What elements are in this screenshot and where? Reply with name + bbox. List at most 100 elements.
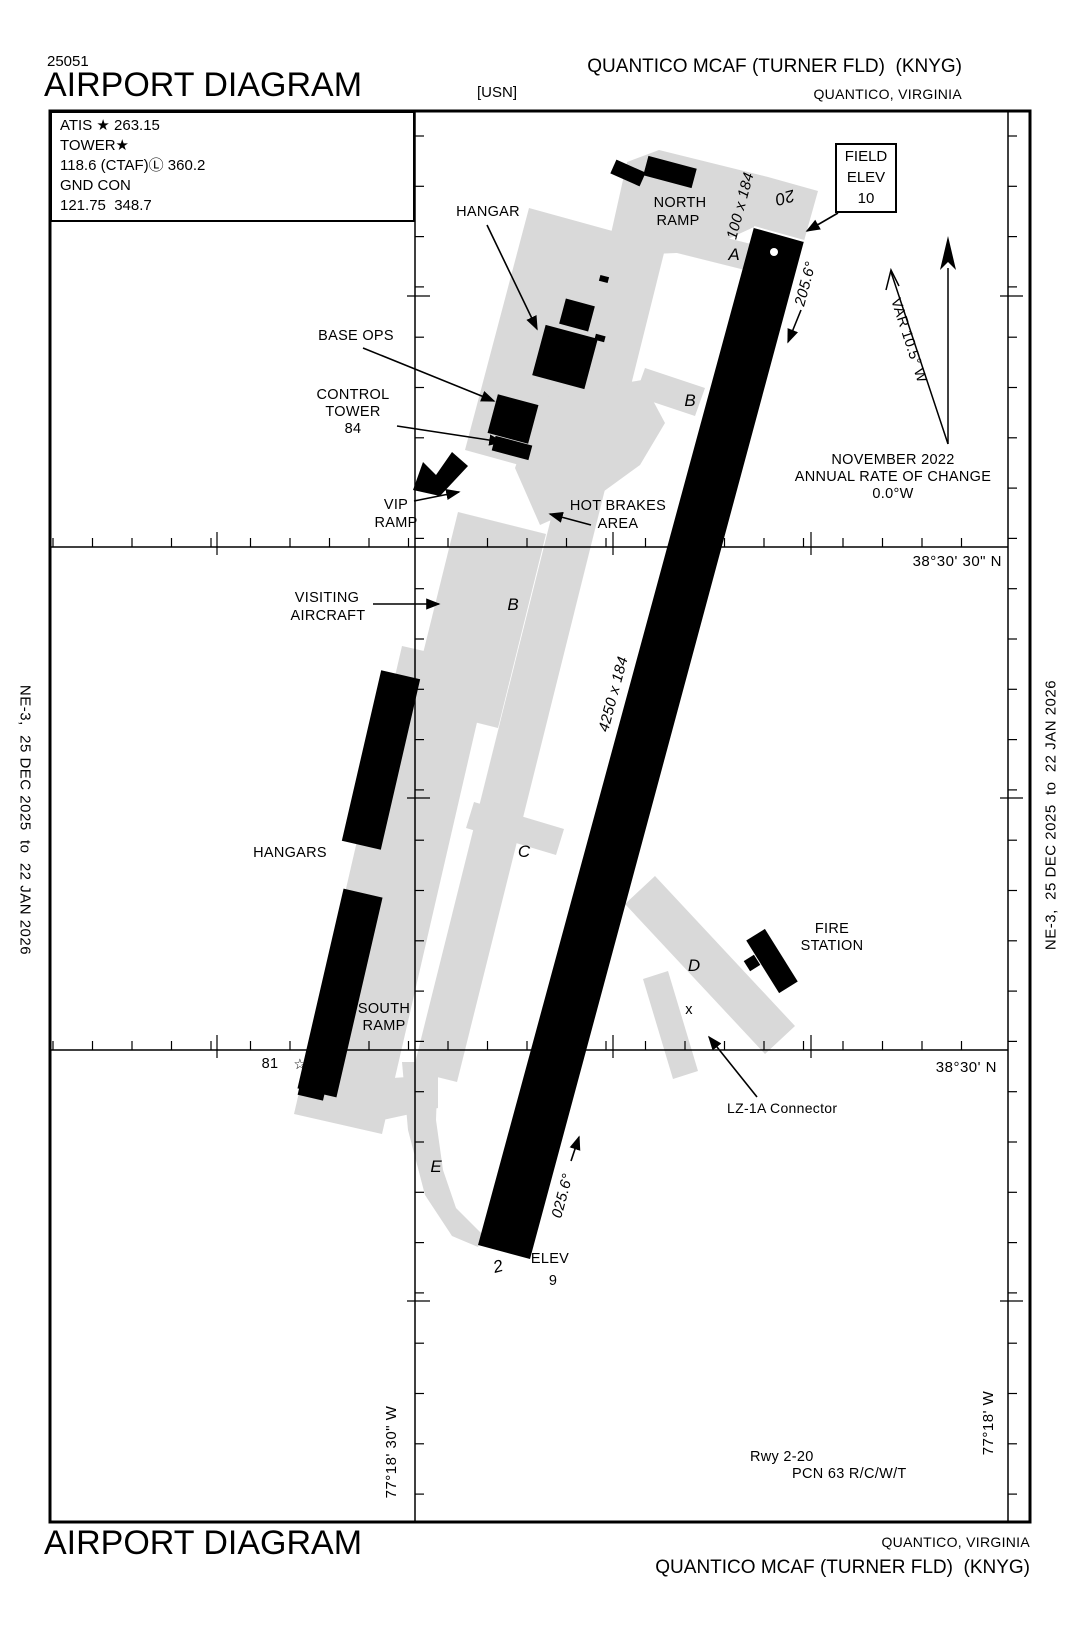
lat-top-label: 38°30' 30" N <box>913 553 1002 570</box>
fire-station-label-2: STATION <box>801 938 864 954</box>
ground-control-frequency: 121.75 348.7 <box>60 197 152 214</box>
footer-right-block: QUANTICO, VIRGINIA QUANTICO MCAF (TURNER… <box>655 1534 1030 1579</box>
taxiway-d-band <box>625 876 795 1054</box>
taxiway-c-label: C <box>518 842 531 861</box>
base-ops-label: BASE OPS <box>318 328 394 344</box>
field-elev-value: 10 <box>857 190 875 207</box>
field-elev-line-1: FIELD <box>844 148 888 165</box>
elev-2-label: ELEV <box>531 1251 569 1267</box>
taxiway-b-mid-label: B <box>507 595 518 614</box>
visiting-aircraft-label-1: VISITING <box>295 590 359 606</box>
footer-city: QUANTICO, VIRGINIA <box>881 1534 1030 1550</box>
hangar-arrow <box>486 224 538 331</box>
taxiway-a-label: A <box>727 245 739 264</box>
hot-brakes-arrow <box>548 511 592 526</box>
runway-number-2: 2 <box>490 1256 506 1277</box>
heading-2-arrow <box>569 1135 581 1162</box>
taxiway-c-connector <box>466 802 564 855</box>
vip-ramp-label-1: VIP <box>384 497 408 513</box>
hangars-strip-north <box>341 670 421 850</box>
hangar-label: HANGAR <box>456 204 520 220</box>
taxiway-b-north-label: B <box>684 391 695 410</box>
fire-station-building <box>746 928 798 994</box>
magnetic-north-arrowhead <box>885 267 900 291</box>
control-tower-label-2: TOWER <box>325 404 380 420</box>
small-structure-1 <box>594 333 606 343</box>
rwy-info-line-2: PCN 63 R/C/W/T <box>792 1466 907 1482</box>
south-ramp-label-2: RAMP <box>362 1018 405 1034</box>
true-north-arrowhead <box>940 236 956 270</box>
taxiway-e-curve <box>402 1062 482 1247</box>
mag-note-line-2: ANNUAL RATE OF CHANGE <box>795 469 991 485</box>
field-elev-box: FIELD ELEV 10 <box>835 143 897 213</box>
graticule-ticks <box>52 135 1023 1495</box>
tower-star-icon: ☆ <box>293 1057 306 1073</box>
map-frame <box>48 109 1032 1524</box>
base-ops-arrow <box>362 347 496 402</box>
comm-frequencies-box: ATIS ★ 263.15 TOWER★ 118.6 (CTAF)Ⓛ 360.2… <box>50 111 415 222</box>
footer-title: AIRPORT DIAGRAM <box>44 1524 363 1562</box>
tower-height-label: 81 <box>262 1056 279 1072</box>
edition-left: NE-3, 25 DEC 2025 to 22 JAN 2026 <box>16 684 34 956</box>
hangar-annex <box>559 298 595 332</box>
magnetic-north-line <box>890 271 949 445</box>
south-ramp-label-1: SOUTH <box>358 1001 410 1017</box>
runway-2-20 <box>478 227 804 1259</box>
graticule-layer <box>48 109 1032 1524</box>
control-tower-arrow <box>396 425 504 446</box>
header-right-block: QUANTICO MCAF (TURNER FLD) (KNYG) QUANTI… <box>587 56 962 102</box>
callout-arrows <box>362 212 839 1162</box>
lon-left-label: 77°18' 30" W <box>383 1405 400 1498</box>
hot-brakes-label-1: HOT BRAKES <box>570 498 666 514</box>
fire-station-label-1: FIRE <box>815 921 849 937</box>
vip-ramp-building <box>413 452 468 496</box>
north-ramp-building-2 <box>643 155 697 189</box>
control-tower-label-3: 84 <box>345 421 362 437</box>
rwy-info-line-1: Rwy 2-20 <box>750 1449 814 1465</box>
lz1a-arrow <box>708 1035 758 1098</box>
compass-rose <box>885 236 956 445</box>
lz1a-label: LZ-1A Connector <box>727 1100 837 1116</box>
runway-end-dot <box>770 248 778 256</box>
tower-label: TOWER★ <box>60 137 130 154</box>
heading-20-arrow <box>787 309 802 344</box>
hot-brakes-pad <box>515 380 665 525</box>
footer-airport-name: QUANTICO MCAF (TURNER FLD) (KNYG) <box>655 1557 1030 1578</box>
fire-station-annex <box>743 954 761 972</box>
lz1a-spur <box>643 971 698 1079</box>
closed-marker: x <box>685 1002 693 1018</box>
ground-control-label: GND CON <box>60 177 131 194</box>
control-tower-label-1: CONTROL <box>317 387 390 403</box>
north-ramp-label-1: NORTH <box>654 195 707 211</box>
edition-right: NE-3, 25 DEC 2025 to 22 JAN 2026 <box>1042 679 1060 951</box>
visiting-aircraft-label-2: AIRCRAFT <box>291 608 366 624</box>
small-structure-2 <box>598 274 610 284</box>
vip-ramp-arrow <box>413 489 461 502</box>
runway-number-20: 20 <box>773 186 798 210</box>
chart-number: 25051 <box>47 53 89 70</box>
hot-brakes-label-2: AREA <box>598 516 639 532</box>
taxiway-b-connector <box>635 368 705 416</box>
taxiway-d-label: D <box>688 956 700 975</box>
threshold-line <box>753 226 805 242</box>
north-ramp-label-2: RAMP <box>656 213 699 229</box>
hangars-label: HANGARS <box>253 845 327 861</box>
atis-frequency: ATIS ★ 263.15 <box>60 117 160 134</box>
north-ramp-building-1 <box>610 159 646 187</box>
vip-ramp-label-2: RAMP <box>374 515 417 531</box>
taxiway-a-connector <box>677 227 763 273</box>
page-title: AIRPORT DIAGRAM <box>44 66 363 104</box>
lon-right-label: 77°18' W <box>980 1390 997 1455</box>
elev-2-value: 9 <box>549 1273 557 1289</box>
header-airport-name: QUANTICO MCAF (TURNER FLD) (KNYG) <box>587 56 962 77</box>
org-tag: [USN] <box>477 84 518 101</box>
mag-note-line-1: NOVEMBER 2022 <box>831 452 954 468</box>
hangars-end-building <box>297 1071 329 1101</box>
hangars-strip-south <box>297 888 383 1098</box>
field-elev-line-2: ELEV <box>846 169 886 186</box>
hangar-building <box>532 324 598 390</box>
pavement-buildings <box>297 155 805 1259</box>
lat-bottom-label: 38°30' N <box>936 1059 997 1076</box>
